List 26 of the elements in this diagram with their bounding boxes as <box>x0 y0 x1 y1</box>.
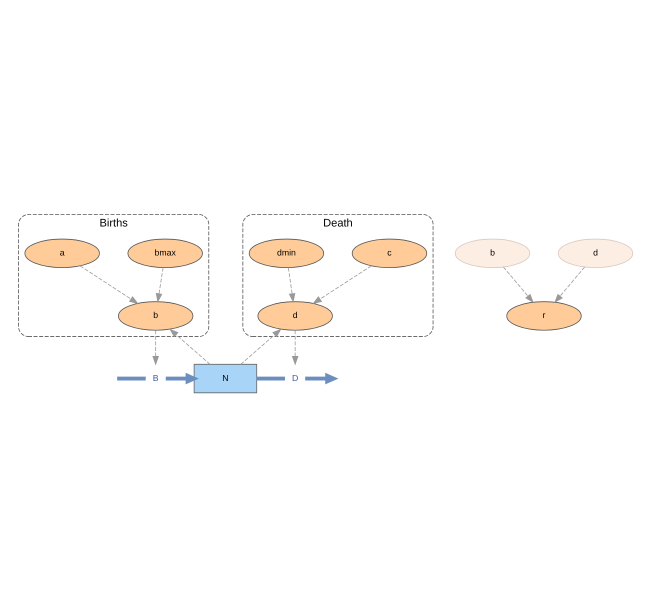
node-ellipse: dmin <box>248 238 324 268</box>
node-ellipse: b <box>454 238 530 268</box>
node-ellipse: b <box>118 300 194 330</box>
node-ellipse: c <box>352 238 428 268</box>
node-text: D <box>292 372 298 382</box>
arrow <box>503 266 534 303</box>
node-ellipse: d <box>258 300 333 330</box>
node-ellipse: bmax <box>128 238 203 268</box>
node-text: B <box>152 372 159 382</box>
arrow <box>240 328 282 364</box>
arrow <box>152 329 159 365</box>
arrow <box>292 329 298 365</box>
node-ellipse: d <box>558 238 634 268</box>
arrow <box>156 266 164 302</box>
node-ellipse: a <box>24 238 100 268</box>
connector <box>117 376 146 380</box>
arrow <box>169 328 210 364</box>
arrow <box>305 372 338 384</box>
connector <box>256 376 285 380</box>
node-ellipse: r <box>506 300 582 330</box>
arrow <box>288 266 296 302</box>
arrow <box>554 266 585 303</box>
arrow <box>80 265 139 304</box>
arrow <box>166 372 199 384</box>
node-box: N <box>194 363 258 393</box>
arrow <box>312 265 372 304</box>
